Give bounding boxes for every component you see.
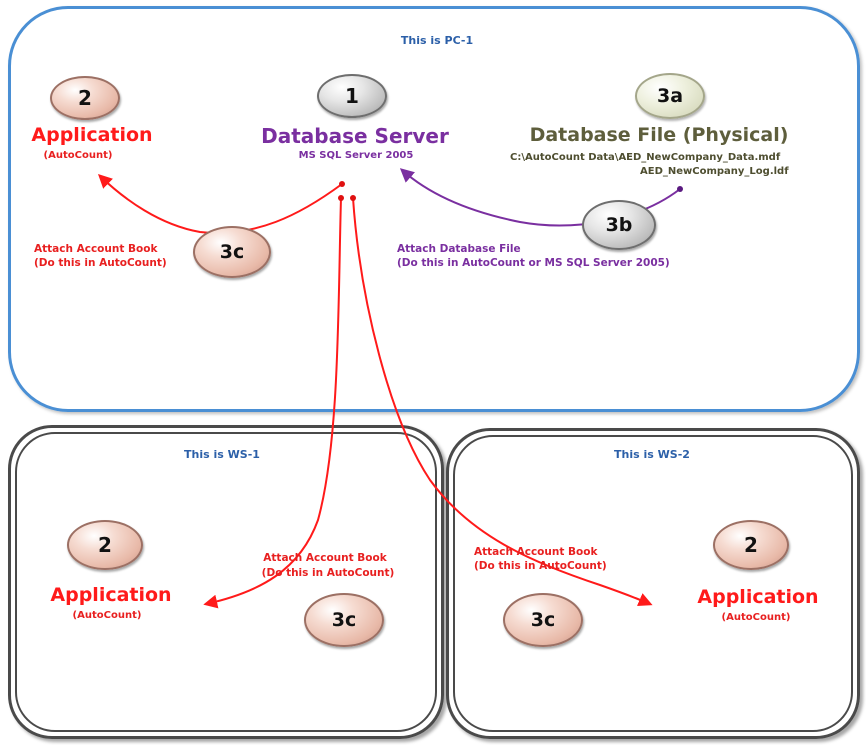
app-ws1-product: (AutoCount) <box>72 610 142 621</box>
server-name: Database Server <box>261 124 449 148</box>
app-ws1-name: Application <box>50 584 172 606</box>
app-pc-product: (AutoCount) <box>43 150 113 161</box>
connector-server-to-ws2 <box>352 197 653 607</box>
attach-ws2-line1: Attach Account Book <box>474 546 598 558</box>
file-badge: 3a <box>635 73 705 119</box>
app-pc-badge: 2 <box>50 76 120 120</box>
file-path-data: C:\AutoCount Data\AED_NewCompany_Data.md… <box>510 152 781 163</box>
attach-db-line1: Attach Database File <box>397 243 521 255</box>
file-path-log: AED_NewCompany_Log.ldf <box>640 166 789 177</box>
attach-ws1-line2: (Do this in AutoCount) <box>261 567 395 579</box>
connector-dot-ws2 <box>350 195 356 201</box>
pc1-panel <box>8 6 860 412</box>
ws1-panel <box>8 425 444 739</box>
attach-ws2-badge: 3c <box>503 593 583 647</box>
app-ws2-name: Application <box>697 586 819 608</box>
server-badge: 1 <box>317 74 387 118</box>
ws2-panel <box>446 428 860 739</box>
connector-server-to-ws1 <box>203 197 342 609</box>
app-ws2-product: (AutoCount) <box>721 612 791 623</box>
app-pc-name: Application <box>31 124 153 146</box>
attach-ws2-line2: (Do this in AutoCount) <box>474 560 607 572</box>
attach-pc-line2: (Do this in AutoCount) <box>34 257 167 269</box>
attach-pc-line1: Attach Account Book <box>34 243 158 255</box>
ws2-title: This is WS-2 <box>614 448 690 461</box>
file-name: Database File (Physical) <box>529 124 789 146</box>
connector-dot-pc <box>339 181 345 187</box>
attach-db-badge: 3b <box>582 200 656 250</box>
pc1-title: This is PC-1 <box>400 34 474 47</box>
connector-dot-ws1 <box>338 195 344 201</box>
server-product: MS SQL Server 2005 <box>298 150 414 161</box>
attach-ws1-badge: 3c <box>304 593 384 647</box>
connector-server-to-app-pc <box>97 174 343 234</box>
ws1-title: This is WS-1 <box>184 448 260 461</box>
attach-pc-badge: 3c <box>193 226 271 278</box>
connector-dot-file <box>677 186 683 192</box>
app-ws2-badge: 2 <box>713 520 789 570</box>
app-ws1-badge: 2 <box>67 520 143 570</box>
attach-db-line2: (Do this in AutoCount or MS SQL Server 2… <box>397 257 670 269</box>
attach-ws1-line1: Attach Account Book <box>263 552 387 564</box>
